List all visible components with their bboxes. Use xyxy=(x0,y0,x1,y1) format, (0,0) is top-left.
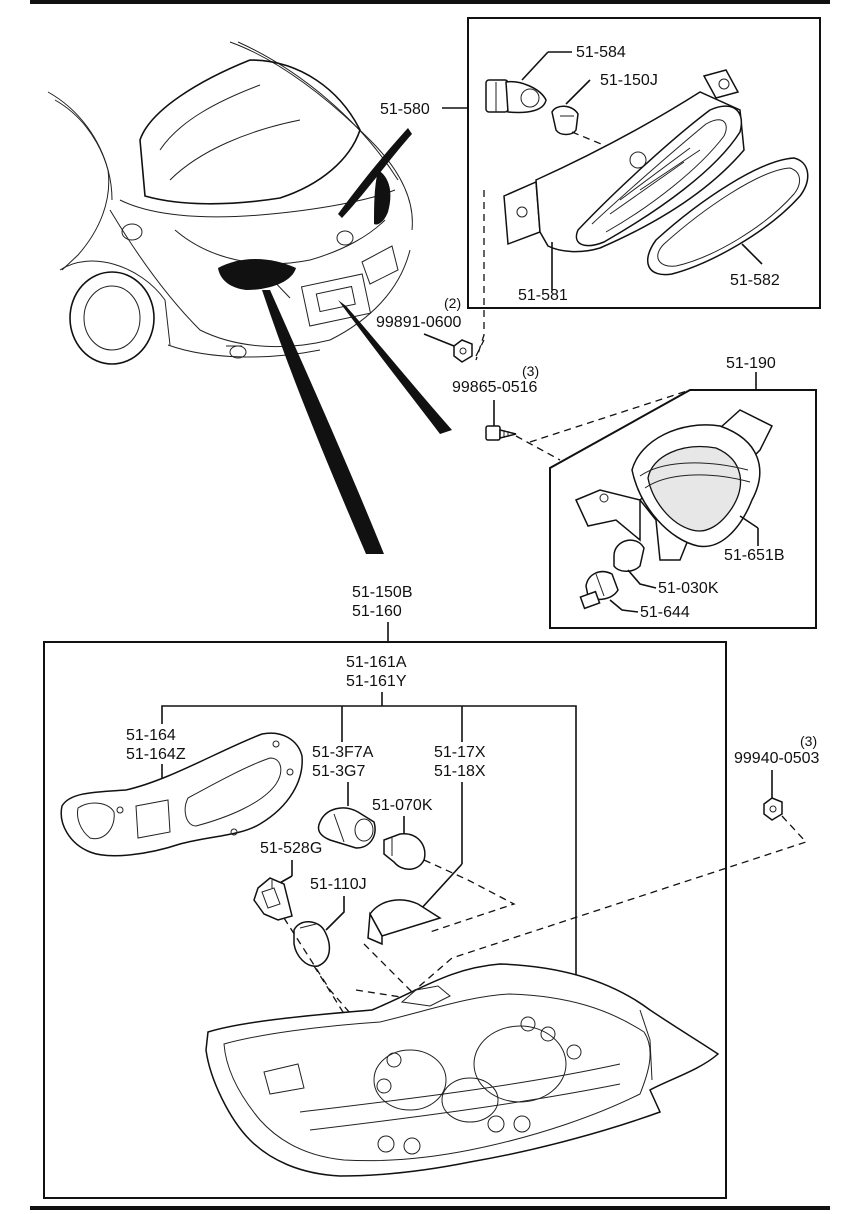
nut-99891-0600 xyxy=(453,339,473,363)
label-51-18x: 51-18X xyxy=(434,763,486,780)
car-rear-illustration xyxy=(47,41,452,554)
label-99865-0516: 99865-0516 xyxy=(452,379,538,396)
bulb-51-070k xyxy=(383,833,426,870)
label-51-160: 51-160 xyxy=(352,603,402,620)
socket-51-528g xyxy=(253,877,293,921)
label-51-580: 51-580 xyxy=(380,101,430,118)
label-99891-0600: 99891-0600 xyxy=(376,314,462,331)
assembly-box-51-190 xyxy=(549,389,817,629)
label-51-190: 51-190 xyxy=(726,355,776,372)
tail-lamp-assembly xyxy=(205,963,720,1177)
leader-51-582 xyxy=(741,243,763,265)
label-51-161y: 51-161Y xyxy=(346,673,407,690)
bulb-51-150j xyxy=(551,105,579,136)
socket-51-3f7a xyxy=(317,807,376,849)
label-51-161a: 51-161A xyxy=(346,654,407,671)
label-99940-0503: 99940-0503 xyxy=(734,750,820,767)
label-51-110j: 51-110J xyxy=(310,876,367,893)
bulb-51-030k xyxy=(613,539,645,572)
label-51-164: 51-164 xyxy=(126,727,176,744)
reflector-51-17x xyxy=(367,899,442,946)
gasket-51-164 xyxy=(60,732,303,857)
label-51-150b: 51-150B xyxy=(352,584,413,601)
label-51-582: 51-582 xyxy=(730,272,780,289)
qty-99865: (3) xyxy=(522,363,539,379)
qty-99940: (3) xyxy=(800,733,817,749)
gasket-51-582 xyxy=(646,157,809,276)
assembly-box-51-580 xyxy=(467,17,821,309)
label-51-528g: 51-528G xyxy=(260,840,322,857)
nut-99940-0503 xyxy=(763,797,783,821)
label-51-3g7: 51-3G7 xyxy=(312,763,365,780)
label-51-030k: 51-030K xyxy=(658,580,719,597)
label-51-17x: 51-17X xyxy=(434,744,486,761)
label-51-581: 51-581 xyxy=(518,287,568,304)
leader-51-150j xyxy=(565,79,591,105)
label-51-164z: 51-164Z xyxy=(126,746,186,763)
housing-51-581 xyxy=(503,69,745,253)
screw-99865-0516 xyxy=(485,425,517,441)
label-51-651b: 51-651B xyxy=(724,547,785,564)
qty-99891: (2) xyxy=(444,295,461,311)
label-51-584: 51-584 xyxy=(576,44,626,61)
leader-51-584 xyxy=(521,51,549,81)
label-51-3f7a: 51-3F7A xyxy=(312,744,374,761)
assembly-box-51-150b xyxy=(43,641,727,1199)
leader-51-651b xyxy=(739,515,759,529)
bulb-51-110j xyxy=(293,921,331,967)
socket-51-584 xyxy=(485,79,547,114)
lens-51-651b xyxy=(574,409,774,561)
label-51-070k: 51-070K xyxy=(372,797,433,814)
socket-51-644 xyxy=(579,570,619,610)
label-51-644: 51-644 xyxy=(640,604,690,621)
label-51-150j: 51-150J xyxy=(600,72,658,89)
